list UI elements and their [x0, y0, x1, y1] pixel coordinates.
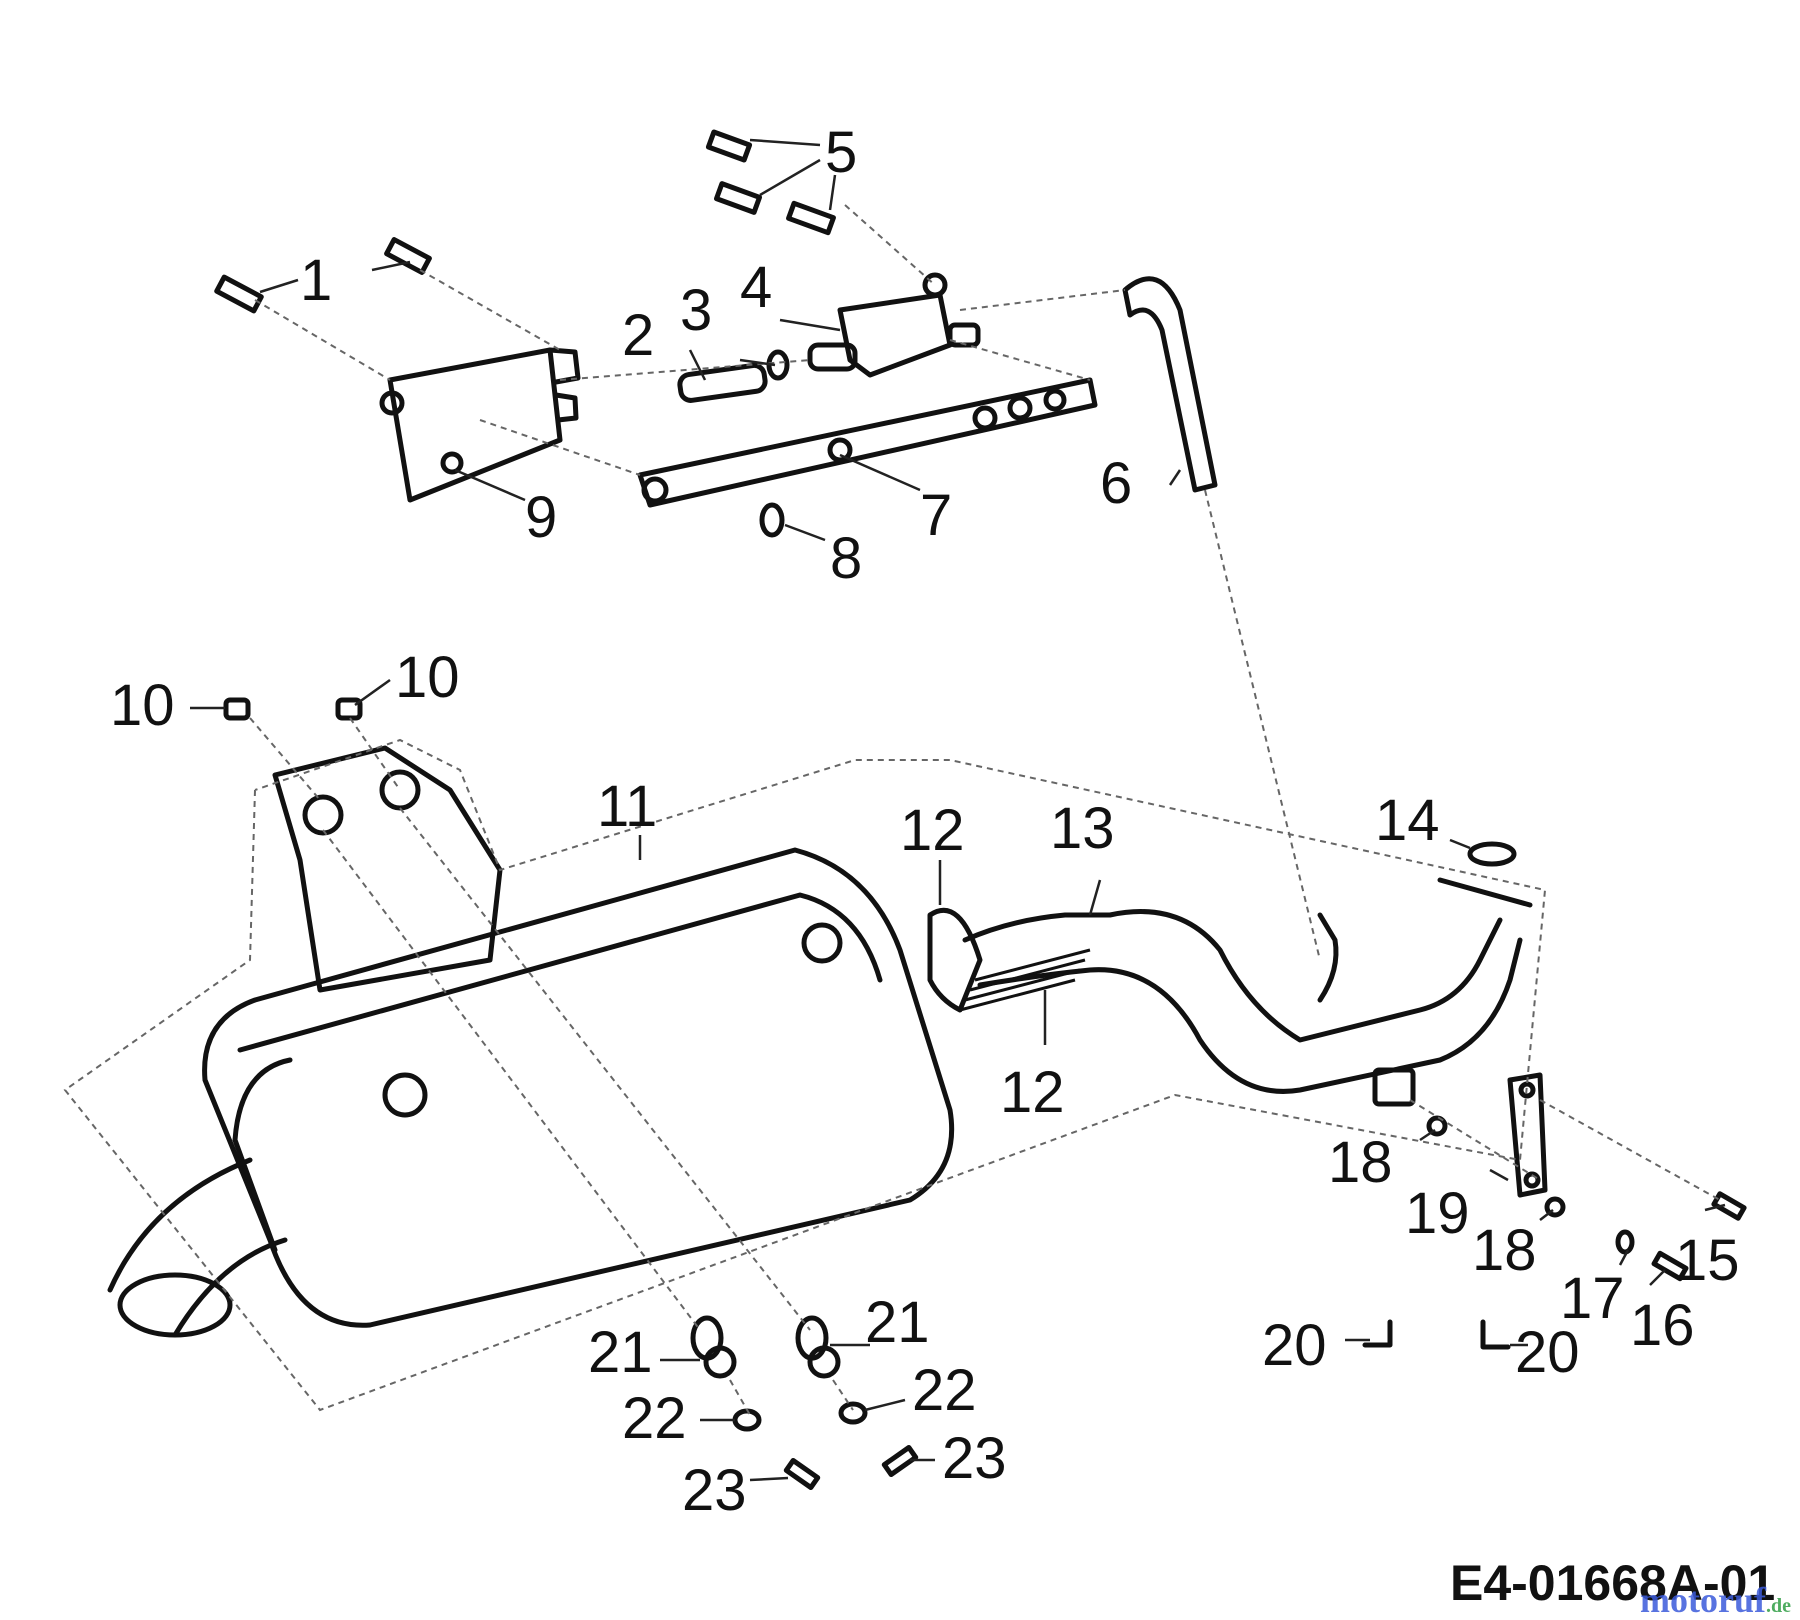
watermark-text: motoruf: [1640, 1580, 1767, 1620]
washer-part-18: [1426, 1115, 1566, 1218]
watermark-logo: motoruf.de: [1640, 1580, 1791, 1620]
pin-part-2: [677, 362, 768, 403]
watermark-suffix: .de: [1766, 1595, 1791, 1617]
bolt-part-23: [783, 1444, 919, 1491]
clip-part-20: [1362, 1319, 1511, 1350]
callout-10-right: 10: [395, 645, 460, 710]
spacer-part-21: [690, 1315, 841, 1379]
callout-8: 8: [830, 526, 862, 591]
callout-18-right: 18: [1472, 1218, 1537, 1283]
bolt-part-16: [1651, 1250, 1689, 1282]
callout-10-left: 10: [110, 673, 175, 738]
callout-17: 17: [1560, 1266, 1625, 1331]
muffler-part-11: [107, 745, 955, 1338]
callout-6: 6: [1100, 451, 1132, 516]
callout-18-left: 18: [1328, 1130, 1393, 1195]
gasket-part-14: [1437, 841, 1533, 908]
bracket-part-9: [379, 347, 581, 503]
bushing-part-8: [759, 502, 785, 538]
callout-leader-lines: [190, 138, 1726, 1482]
callout-21-left: 21: [588, 1320, 653, 1385]
assembly-guide-lines: [63, 204, 1721, 1416]
callout-3: 3: [680, 278, 712, 343]
callout-5: 5: [825, 120, 857, 185]
callout-22-right: 22: [912, 1358, 977, 1423]
callout-14: 14: [1375, 788, 1440, 853]
callout-20-left: 20: [1262, 1313, 1327, 1378]
callout-4: 4: [740, 255, 772, 320]
screw-part-5: [705, 129, 836, 236]
callout-7: 7: [920, 483, 952, 548]
nut-part-10: [223, 697, 363, 721]
callout-22-left: 22: [622, 1386, 687, 1451]
callout-9: 9: [525, 485, 557, 550]
callout-15: 15: [1675, 1228, 1740, 1293]
rod-part-7: [637, 377, 1098, 508]
washer-part-22: [732, 1401, 868, 1432]
callout-11: 11: [597, 774, 657, 839]
callout-23-left: 23: [682, 1458, 747, 1523]
housing-part-4: [807, 272, 981, 378]
callout-12-top: 12: [900, 798, 965, 863]
callout-labels: 1 2 3 4 5 6 7 8 9 10 10 11 12 12 13 14 1…: [110, 120, 1740, 1523]
callout-16: 16: [1630, 1293, 1695, 1358]
svg-text:motoruf.de: motoruf.de: [1640, 1580, 1791, 1620]
callout-21-right: 21: [865, 1290, 930, 1355]
drawing-id: E4-01668A-01: [1450, 1555, 1775, 1611]
exhaust-pipe-part-13: [962, 909, 1523, 1107]
callout-2: 2: [622, 303, 654, 368]
hose-part-6: [1122, 276, 1218, 493]
callout-23-right: 23: [942, 1426, 1007, 1491]
washer-part-17: [1615, 1229, 1635, 1255]
callout-12-bottom: 12: [1000, 1060, 1065, 1125]
bracket-part-19: [1507, 1072, 1548, 1198]
callout-1: 1: [300, 248, 332, 313]
callout-20-right: 20: [1515, 1320, 1580, 1385]
callout-13: 13: [1050, 796, 1115, 861]
callout-19: 19: [1405, 1181, 1470, 1246]
